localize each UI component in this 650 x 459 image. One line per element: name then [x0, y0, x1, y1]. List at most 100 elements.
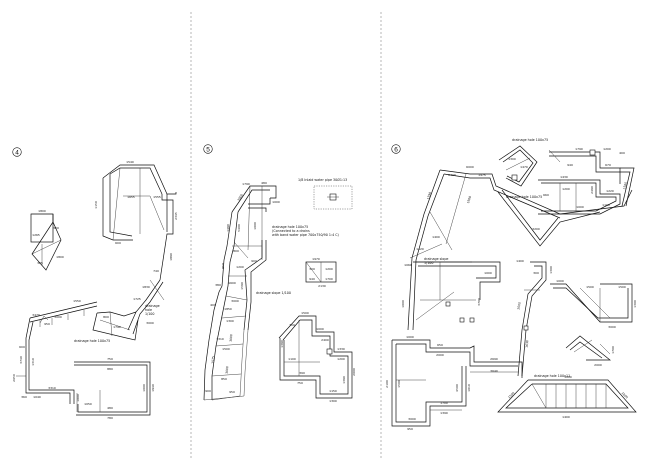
main-structure: [407, 169, 633, 331]
dimension-label: 660: [543, 193, 549, 197]
dimension-label: 1500: [586, 285, 594, 289]
dimension-label: 2690: [490, 357, 498, 361]
dimension-label: 3200: [532, 227, 540, 231]
dimension-label: 1000: [406, 335, 414, 339]
dimension-label: 480: [261, 181, 267, 185]
dimension-label: 3640: [490, 369, 498, 373]
dimension-label: 480: [107, 406, 113, 410]
dimension-label: 850: [221, 377, 227, 381]
right-column: [517, 261, 547, 377]
dimension-label: 3700: [477, 298, 481, 306]
dimension-label: 1200: [337, 357, 345, 361]
dimension-label: 3000: [229, 334, 234, 342]
dimension-label: 2100: [385, 380, 389, 388]
dimension-labels: 1790 480 1000 3000 1490 5400 1000 800 85…: [205, 181, 356, 403]
corridor: [16, 301, 151, 416]
dimension-label: 850: [221, 263, 225, 269]
dimension-label: 1220: [606, 189, 614, 193]
dimension-label: 3000: [225, 366, 230, 374]
dimension-label: 1470: [520, 165, 528, 169]
dimension-label: 1655: [127, 195, 135, 199]
dimension-label: 1630: [525, 340, 530, 348]
dimension-label: 1580: [622, 181, 628, 189]
dimension-label: 1150: [94, 201, 98, 209]
dimension-label: 3470: [32, 313, 40, 317]
dimension-label: 1800: [38, 209, 46, 213]
dimension-label: 3000: [236, 193, 243, 202]
dimension-label: 1970: [312, 257, 320, 261]
inlaid-pipe-box: [313, 185, 353, 210]
drainage-note: drainage hole 100x75: [74, 339, 110, 343]
triangle-room: [550, 283, 633, 323]
dimension-label: 2000: [594, 363, 602, 367]
dimension-label: 1390: [426, 191, 432, 200]
dimension-label: 5400: [237, 224, 241, 232]
dimension-label: 1000: [564, 375, 572, 379]
section-6: 6: [385, 138, 637, 431]
section-number-marker: [203, 144, 213, 154]
dimension-label: 700: [289, 323, 295, 327]
dimension-label: 600: [19, 345, 25, 349]
dimension-label: 1200: [562, 187, 570, 191]
dimension-label: 325: [37, 261, 43, 265]
dimension-label: 1390: [342, 376, 346, 384]
dimension-labels: 1800 1265 300 1800 325 1540 1150 1655 15…: [12, 160, 178, 420]
drainage-slope-note: drainage slope 1/100: [256, 291, 291, 295]
dimension-label: 2400: [321, 338, 329, 342]
dimension-label: 3000: [408, 417, 416, 421]
drainage-note: drainage hole 100x75(Connected to a drai…: [272, 225, 339, 237]
dimension-label: 1790: [242, 182, 250, 186]
dimension-label: 1000: [316, 327, 324, 331]
dimension-label: 1000: [621, 391, 629, 399]
dimension-label: 750: [297, 381, 303, 385]
dimension-label: 1310: [31, 358, 35, 366]
dimension-label: 880: [107, 367, 113, 371]
section-number: 5: [206, 146, 210, 153]
dimension-label: 1830: [142, 285, 150, 289]
dimension-label: 800: [233, 249, 239, 253]
dimension-label: 1540: [126, 160, 134, 164]
small-room: [30, 213, 62, 271]
dimension-label: 360: [21, 395, 27, 399]
dimension-label: 1000: [556, 279, 564, 283]
dimension-label: 3000: [231, 299, 239, 303]
dimension-label: 1600: [228, 281, 236, 285]
dimension-label: 1575: [211, 356, 216, 364]
dimension-label: 1400: [516, 259, 524, 263]
dimension-label: 1000: [272, 200, 280, 204]
small-box: [305, 261, 337, 283]
dimension-label: 2650: [12, 374, 16, 382]
lower-triangle: [565, 335, 611, 361]
dimension-label: 1475: [478, 173, 486, 177]
dimension-label: 1420: [416, 247, 424, 251]
dimension-label: 380: [215, 283, 221, 287]
dimension-label: 390: [299, 371, 305, 375]
upper-room: [102, 164, 177, 281]
dimension-label: 1010: [467, 384, 471, 392]
dimension-label: 300: [533, 271, 539, 275]
dimension-label: 300: [53, 226, 59, 230]
dimension-label: 950: [229, 390, 235, 394]
dimension-label: 1100: [288, 357, 296, 361]
dimension-label: 2400: [448, 173, 456, 177]
dimension-label: 1790: [575, 147, 583, 151]
dimension-label: 900: [205, 389, 211, 393]
dimension-label: 1400: [432, 235, 440, 239]
dimension-label: 1500: [301, 311, 309, 315]
dimension-label: 740: [153, 269, 159, 273]
dimension-label: 1790: [113, 325, 121, 329]
dimension-label: 1200: [236, 265, 244, 269]
dimension-label: 1200: [603, 147, 611, 151]
dimension-label: 3740: [19, 356, 23, 364]
dimension-label: 780: [107, 416, 113, 420]
dimension-label: 940: [567, 163, 573, 167]
dimension-label: 1700: [440, 401, 448, 405]
dimension-label: 1550: [73, 299, 81, 303]
lower-room: [278, 315, 353, 399]
bottom-trapezoid: [497, 379, 637, 413]
dimension-label: 1150: [329, 389, 337, 393]
dimension-label: 1300: [226, 319, 234, 323]
dimension-label: 2000: [436, 353, 444, 357]
dimension-label: 1800: [56, 255, 64, 259]
